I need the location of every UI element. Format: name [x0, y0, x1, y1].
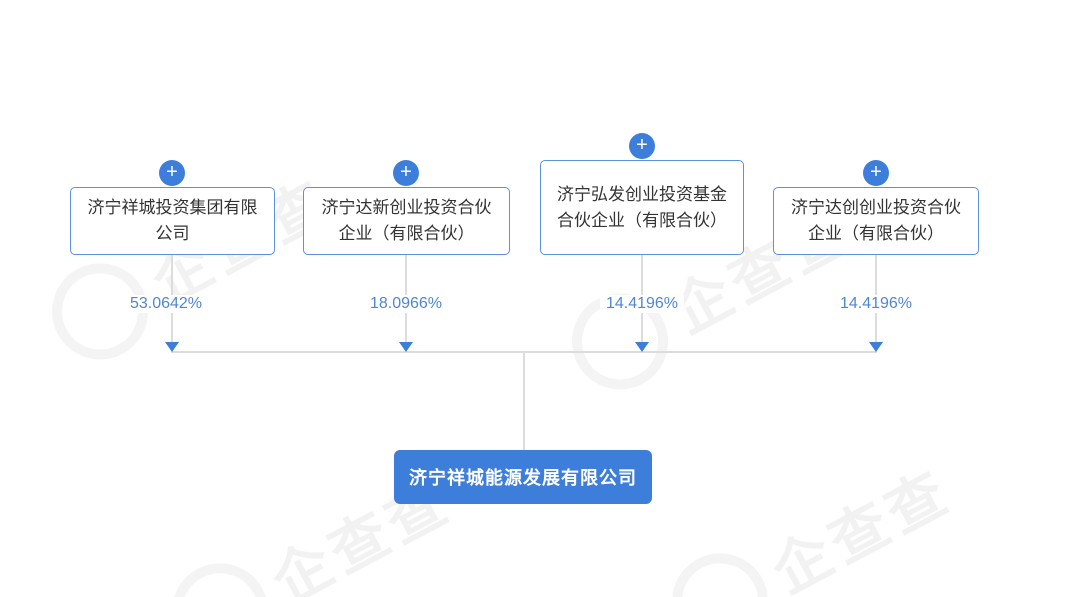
arrow-down-icon — [165, 342, 179, 352]
shareholder-box[interactable]: 济宁达创创业投资合伙企业（有限合伙） — [773, 187, 979, 255]
arrow-down-icon — [869, 342, 883, 352]
watermark: 企查查 — [655, 440, 967, 597]
expand-icon[interactable]: + — [629, 133, 655, 159]
ownership-percentage-label: 14.4196% — [833, 295, 919, 313]
arrow-down-icon — [635, 342, 649, 352]
qcc-logo-watermark-icon — [655, 536, 785, 597]
shareholder-name: 济宁达创创业投资合伙企业（有限合伙） — [791, 198, 961, 243]
target-company-box[interactable]: 济宁祥城能源发展有限公司 — [394, 450, 652, 504]
ownership-percentage-label: 18.0966% — [363, 295, 449, 313]
expand-icon[interactable]: + — [863, 160, 889, 186]
target-company-name: 济宁祥城能源发展有限公司 — [409, 468, 637, 488]
ownership-percentage-label: 14.4196% — [599, 295, 685, 313]
shareholder-box[interactable]: 济宁弘发创业投资基金合伙企业（有限合伙） — [540, 160, 744, 255]
arrow-down-icon — [399, 342, 413, 352]
shareholder-name: 济宁弘发创业投资基金合伙企业（有限合伙） — [557, 184, 727, 230]
watermark: 企查查 — [35, 150, 347, 377]
shareholder-box[interactable]: 济宁祥城投资集团有限公司 — [70, 187, 275, 255]
shareholder-name: 济宁达新创业投资合伙企业（有限合伙） — [321, 198, 492, 243]
shareholder-box[interactable]: 济宁达新创业投资合伙企业（有限合伙） — [303, 187, 510, 255]
connector-line-vertical — [523, 351, 525, 450]
watermark-text: 企查查 — [762, 458, 963, 597]
shareholder-name: 济宁祥城投资集团有限公司 — [87, 198, 258, 243]
ownership-percentage-label: 53.0642% — [123, 295, 209, 313]
expand-icon[interactable]: + — [159, 160, 185, 186]
expand-icon[interactable]: + — [393, 160, 419, 186]
qcc-logo-watermark-icon — [155, 546, 285, 597]
